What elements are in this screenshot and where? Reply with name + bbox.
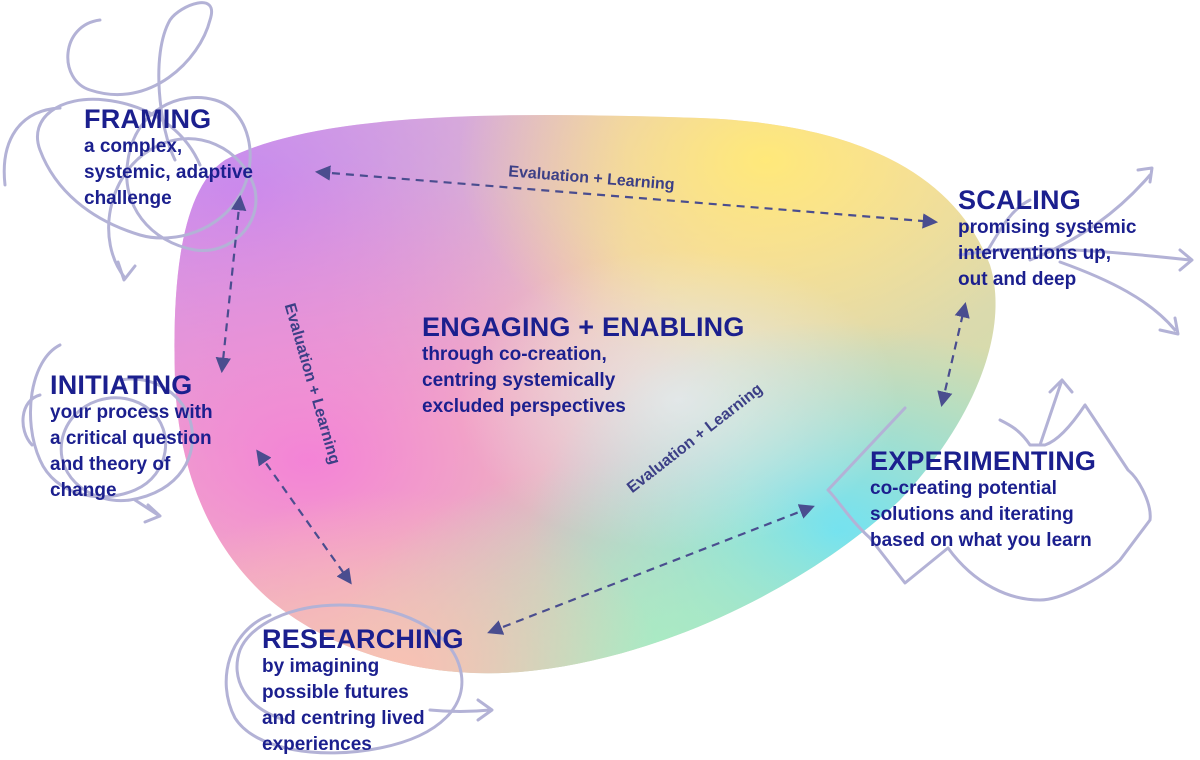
- framing-scribble-arrow: [116, 260, 137, 282]
- stage-framing: FRAMING a complex, systemic, adaptive ch…: [84, 104, 253, 212]
- framing-scribble: [2, 1, 258, 280]
- stage-initiating-desc-2: a critical question: [50, 428, 212, 449]
- arrow-researching-experimenting: [487, 504, 815, 635]
- center-title: ENGAGING + ENABLING: [422, 312, 745, 342]
- stage-framing-desc-1: a complex,: [84, 136, 183, 157]
- center-desc-3: excluded perspectives: [422, 396, 626, 417]
- stage-experimenting-desc-3: based on what you learn: [870, 530, 1092, 551]
- stage-framing-desc-3: challenge: [84, 188, 172, 209]
- researching-scribble: [224, 603, 492, 755]
- stage-researching-title: RESEARCHING: [262, 624, 464, 654]
- center-desc-2: centring systemically: [422, 370, 616, 391]
- initiating-scribble-arrow: [143, 503, 162, 524]
- stage-researching-desc-4: experiences: [262, 734, 372, 755]
- center-desc-1: through co-creation,: [422, 344, 607, 365]
- stage-framing-desc-2: systemic, adaptive: [84, 162, 253, 183]
- stage-scaling-desc-1: promising systemic: [958, 217, 1137, 238]
- experimenting-sketch: [826, 378, 1152, 602]
- stage-experimenting-desc-1: co-creating potential: [870, 478, 1057, 499]
- stage-scaling-title: SCALING: [958, 185, 1081, 215]
- arrow-experimenting-scaling: [937, 301, 970, 408]
- stage-initiating-title: INITIATING: [50, 370, 193, 400]
- researching-scribble-arrow: [476, 698, 494, 722]
- stage-initiating-desc-4: change: [50, 480, 117, 501]
- stage-initiating: INITIATING your process with a critical …: [50, 370, 213, 504]
- stage-researching-desc-3: and centring lived: [262, 708, 425, 729]
- center-engaging-enabling: ENGAGING + ENABLING through co-creation,…: [422, 312, 745, 420]
- stage-initiating-desc-1: your process with: [50, 402, 213, 423]
- stage-researching: RESEARCHING by imagining possible future…: [262, 624, 464, 758]
- stage-framing-title: FRAMING: [84, 104, 212, 134]
- stage-experimenting-title: EXPERIMENTING: [870, 446, 1097, 476]
- scaling-arrows: [958, 166, 1194, 336]
- stage-experimenting-desc-2: solutions and iterating: [870, 504, 1074, 525]
- stage-researching-desc-2: possible futures: [262, 682, 409, 703]
- stage-scaling-desc-3: out and deep: [958, 269, 1077, 290]
- stage-researching-desc-1: by imagining: [262, 656, 380, 677]
- stage-experimenting: EXPERIMENTING co-creating potential solu…: [870, 446, 1096, 554]
- arrow-framing-initiating: [215, 194, 247, 374]
- arrow-framing-scaling: [314, 165, 939, 229]
- stage-initiating-desc-3: and theory of: [50, 454, 171, 475]
- arrow-initiating-researching: [256, 449, 352, 585]
- stage-scaling-desc-2: interventions up,: [958, 243, 1112, 264]
- stage-scaling: SCALING promising systemic interventions…: [958, 185, 1136, 293]
